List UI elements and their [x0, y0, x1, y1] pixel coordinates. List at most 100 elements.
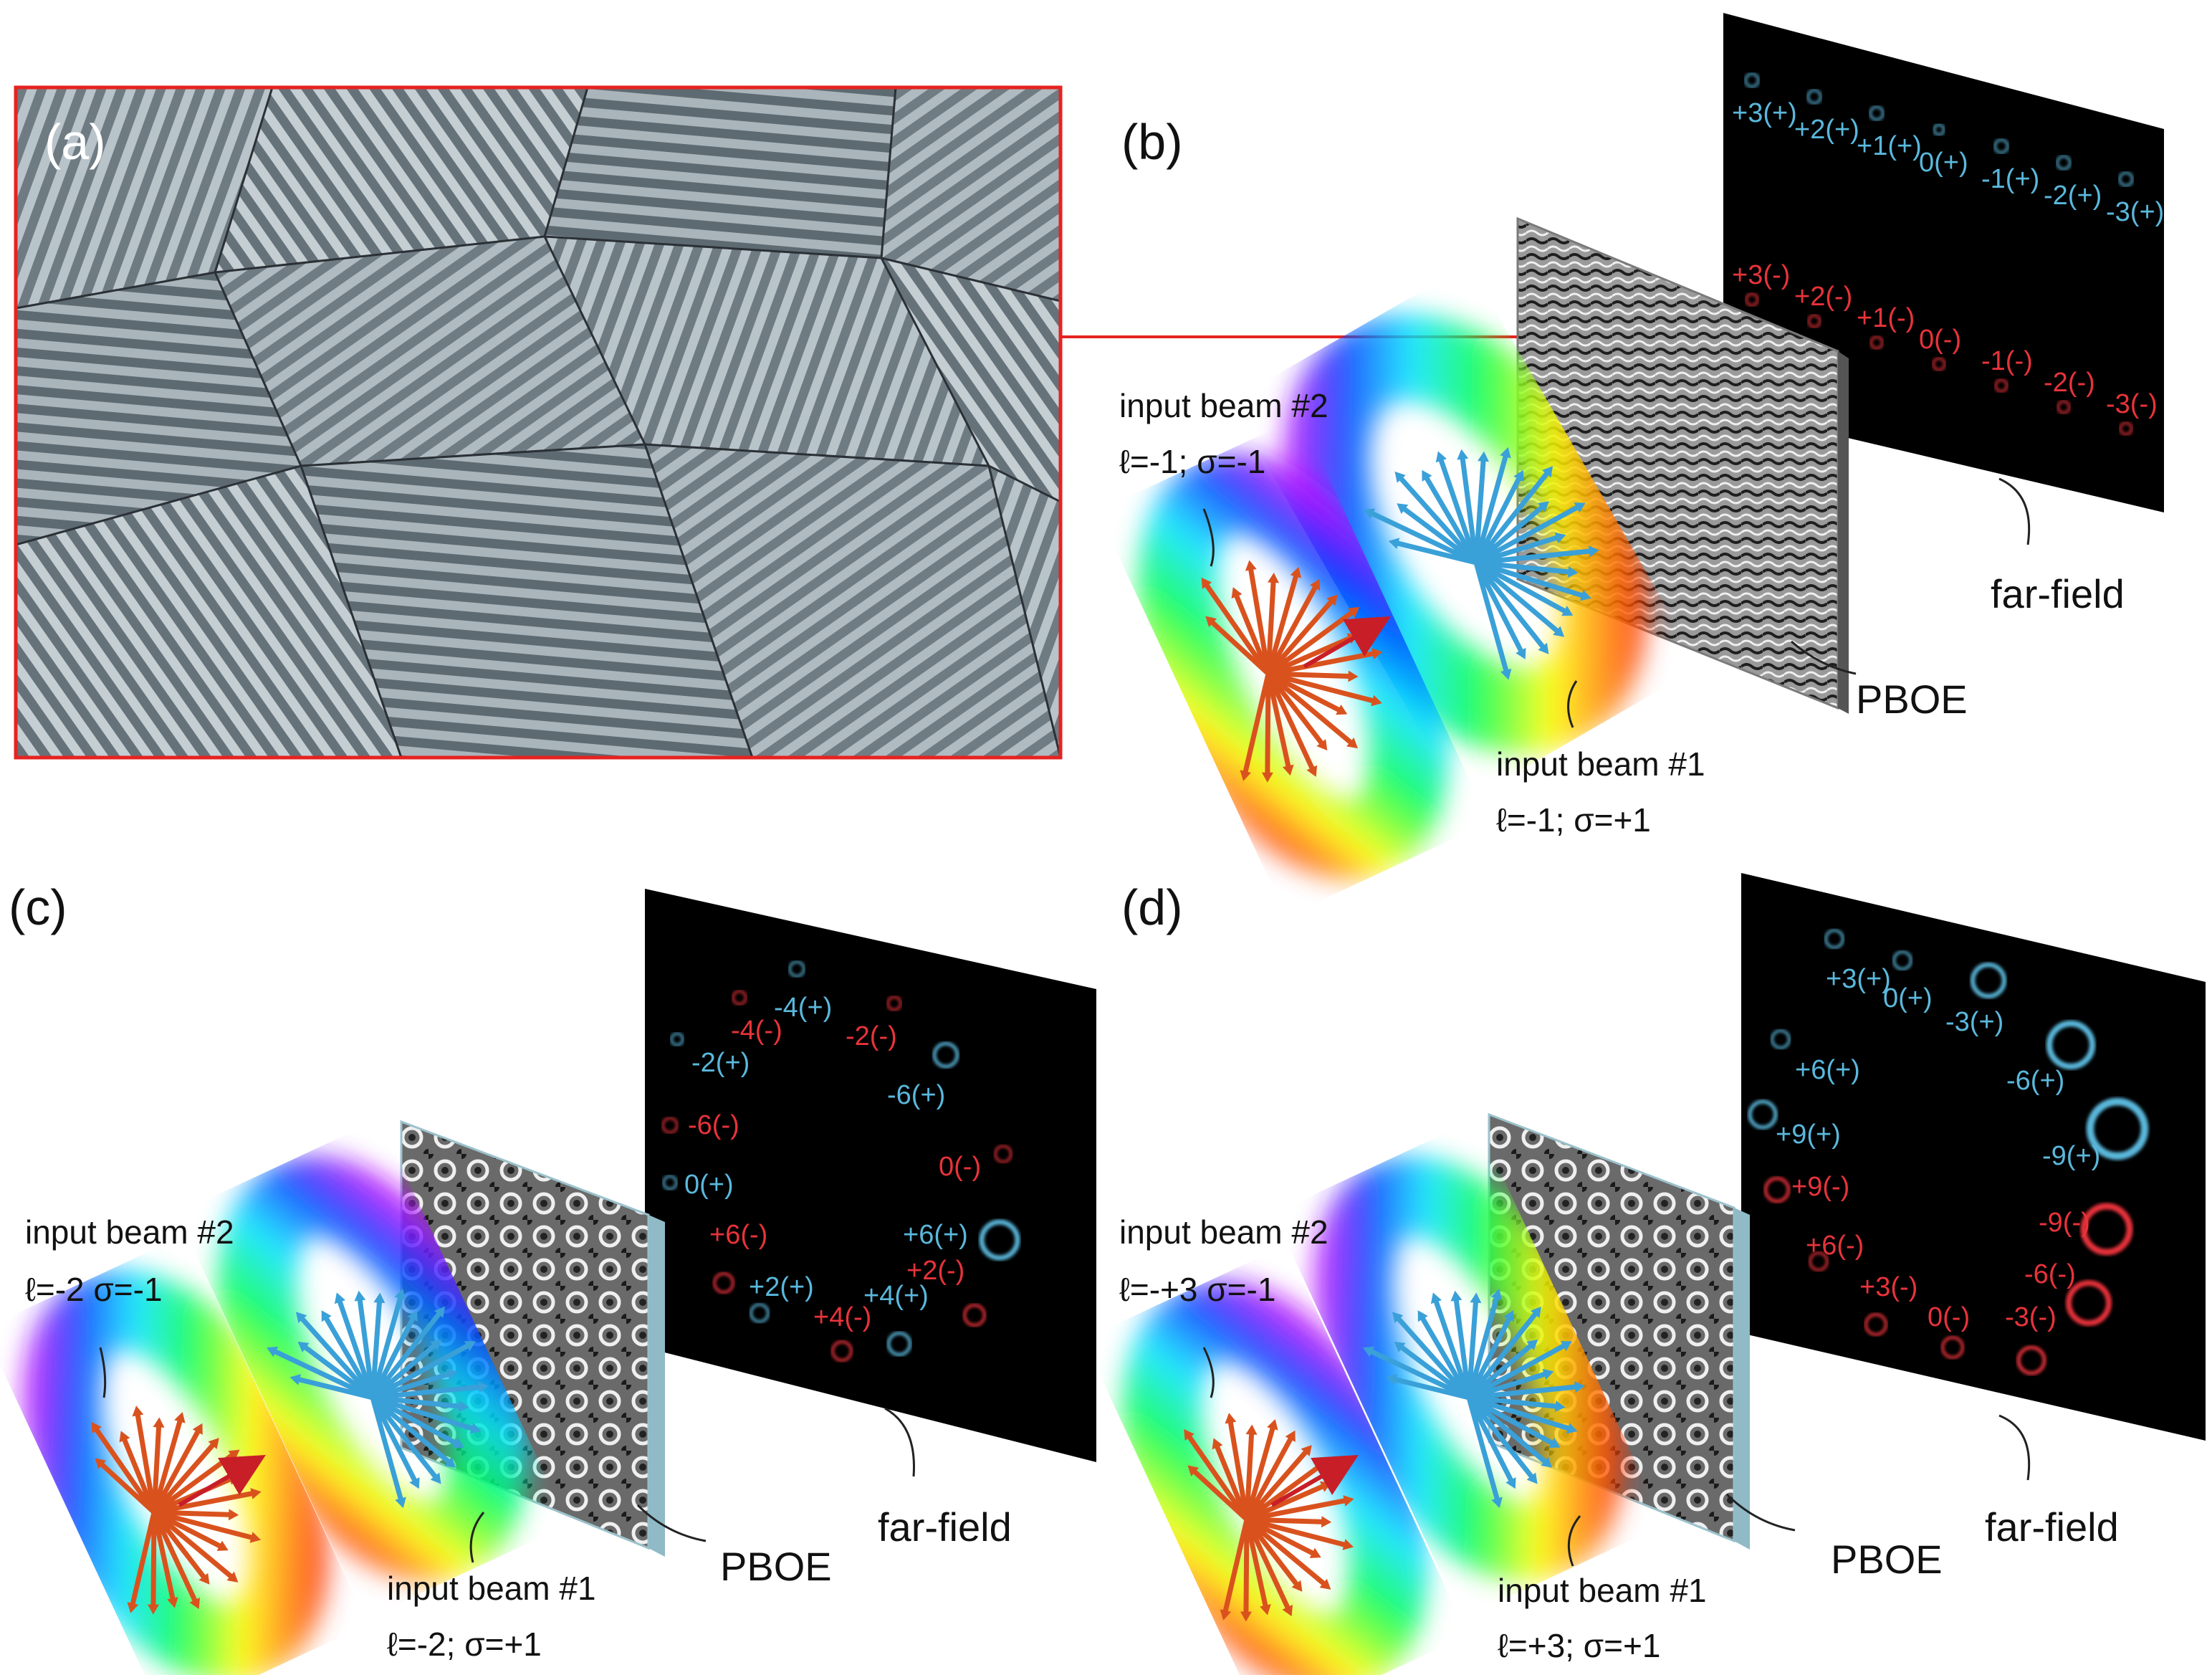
beam2-ring-c — [22, 1269, 329, 1675]
c-arrows-blue-arrow-1 — [273, 1349, 375, 1400]
polarization-arrows-red-d — [1184, 1413, 1354, 1622]
c-arrows-blue-head-7 — [373, 1292, 386, 1304]
d-arrows-blue-arrow-14 — [1466, 1384, 1578, 1400]
d-arrows-red-head-13 — [1309, 1547, 1321, 1558]
order-bottom-3: 0(-) — [1919, 325, 1961, 355]
order-d-3: +6(+) — [1795, 1055, 1860, 1085]
c-arrows-red-head-6 — [192, 1423, 203, 1435]
b-arrows-blue-head-5 — [1435, 451, 1447, 463]
d-arrows-blue-head-8 — [1490, 1289, 1503, 1300]
b-arrows-red-arrow-3 — [1248, 567, 1271, 677]
c-arrows-blue-head-18 — [444, 1456, 456, 1468]
order-top-3-spot — [1933, 123, 1945, 136]
beam1-ring-d — [1313, 1156, 1624, 1582]
b-arrows-blue-arrow-20 — [1473, 560, 1523, 653]
b-arrows-blue-arrow-1 — [1370, 511, 1479, 566]
d-arrows-blue-head-11 — [1526, 1340, 1538, 1351]
pboe-edge-c — [648, 1215, 665, 1557]
b-arrows-red-arrow-16 — [1265, 671, 1315, 770]
order-d-2-spot — [1970, 962, 2007, 999]
c-arrows-blue-head-20 — [409, 1477, 420, 1489]
c-arrows-blue-arrow-20 — [370, 1395, 417, 1483]
d-arrows-blue-head-13 — [1542, 1368, 1554, 1380]
order-c-12-spot — [886, 1331, 912, 1357]
order-top-5: -2(+) — [2044, 181, 2102, 211]
beam2-ring-d — [1122, 1280, 1429, 1675]
c-arrows-blue-arrow-11 — [370, 1343, 436, 1400]
b-arrows-blue-arrow-6 — [1460, 457, 1479, 566]
order-c-5: -6(-) — [688, 1110, 739, 1140]
c-arrows-blue-arrow-4 — [324, 1316, 375, 1400]
propagation-arrow-c — [178, 1454, 266, 1507]
b-arrows-blue-arrow-2 — [1402, 507, 1479, 566]
d-arrows-red-arrow-18 — [1243, 1517, 1250, 1615]
b-arrows-blue-head-18 — [1553, 626, 1565, 637]
c-arrows-red-head-11 — [228, 1509, 239, 1521]
b-arrows-blue-arrow-15 — [1473, 560, 1571, 575]
order-top-4-spot — [1993, 138, 2009, 154]
d-arrows-red-arrow-4 — [1244, 1431, 1255, 1522]
d-arrows-red-head-10 — [1343, 1495, 1354, 1507]
b-arrows-red-head-7 — [1326, 594, 1338, 606]
order-c-8: +6(+) — [903, 1220, 968, 1250]
d-arrows-blue-head-14 — [1574, 1381, 1585, 1393]
pboe-label-d: PBOE — [1831, 1537, 1943, 1582]
c-arrows-blue-arrow-13 — [370, 1372, 451, 1400]
d-arrows-blue-head-6 — [1450, 1290, 1462, 1302]
b-arrows-red-head-8 — [1348, 606, 1360, 618]
order-top-5-spot — [2056, 155, 2072, 171]
c-arrows-red-arrow-6 — [151, 1429, 201, 1515]
b-arrows-blue-arrow-4 — [1424, 476, 1479, 566]
d-arrows-blue-head-5 — [1430, 1292, 1442, 1304]
c-arrows-red-head-14 — [226, 1571, 239, 1583]
beam1-title-c: input beam #1 — [387, 1570, 596, 1607]
c-arrows-blue-arrow-16 — [370, 1395, 474, 1431]
c-arrows-blue-head-17 — [452, 1437, 464, 1448]
b-arrows-red-arrow-15 — [1265, 671, 1324, 745]
order-c-8-spot — [979, 1219, 1020, 1261]
d-arrows-blue-head-19 — [1526, 1472, 1538, 1484]
d-arrows-blue-arrow-4 — [1420, 1316, 1472, 1400]
b-arrows-blue-head-11 — [1537, 501, 1549, 512]
b-arrows-blue-arrow-7 — [1473, 459, 1486, 566]
d-arrows-red-arrow-14 — [1244, 1517, 1326, 1586]
beam2-params-c: ℓ=-2 σ=-1 — [25, 1271, 163, 1308]
c-arrows-red-head-4 — [153, 1417, 165, 1428]
d-arrows-blue-arrow-20 — [1466, 1395, 1513, 1483]
d-arrows-red-arrow-7 — [1244, 1450, 1308, 1522]
d-arrows-blue-arrow-12 — [1466, 1343, 1566, 1400]
order-d-0: +3(+) — [1826, 964, 1891, 994]
polarization-arrows-red-b — [1201, 560, 1383, 783]
b-arrows-red-head-2 — [1231, 587, 1243, 599]
c-arrows-blue-head-21 — [395, 1497, 406, 1509]
b-arrows-red-head-11 — [1348, 670, 1359, 682]
c-arrows-red-arrow-2 — [122, 1437, 157, 1515]
c-arrows-blue-head-5 — [334, 1292, 346, 1304]
b-arrows-red-head-13 — [1336, 705, 1348, 715]
d-arrows-blue-arrow-9 — [1466, 1317, 1512, 1400]
beam1-title-d: input beam #1 — [1498, 1572, 1707, 1609]
order-d-8: -9(-) — [2039, 1208, 2090, 1238]
d-arrows-blue-head-20 — [1505, 1477, 1516, 1489]
c-arrows-red-head-15 — [198, 1573, 210, 1585]
order-c-2-spot — [886, 996, 902, 1011]
c-arrows-red-arrow-10 — [151, 1491, 254, 1515]
order-c-9-spot — [713, 1272, 734, 1294]
d-arrows-blue-head-21 — [1491, 1497, 1503, 1509]
b-arrows-red-head-19 — [1240, 770, 1252, 781]
c-arrows-blue-head-9 — [407, 1310, 418, 1322]
b-arrows-red-arrow-10 — [1265, 651, 1376, 677]
c-arrows-red-head-5 — [174, 1411, 186, 1423]
order-top-6-spot — [2118, 171, 2134, 187]
c-arrows-red-head-0 — [95, 1458, 107, 1469]
order-c-0-spot — [788, 960, 805, 978]
c-arrows-red-head-3 — [132, 1406, 144, 1417]
b-arrows-red-arrow-13 — [1265, 671, 1341, 712]
c-arrows-blue-head-12 — [464, 1341, 476, 1352]
order-d-9-spot — [1809, 1251, 1829, 1271]
b-arrows-blue-head-20 — [1516, 647, 1526, 659]
c-arrows-blue-arrow-18 — [370, 1395, 451, 1464]
polarization-arrows-blue-c — [267, 1289, 489, 1509]
b-arrows-blue-arrow-8 — [1473, 454, 1508, 566]
